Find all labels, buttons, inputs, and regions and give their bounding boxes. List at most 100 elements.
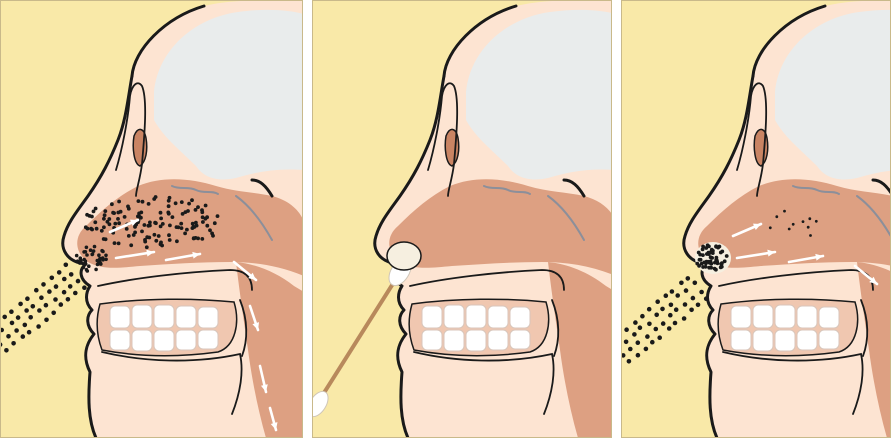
- particle-dot-icon: [714, 260, 718, 264]
- panel-particles-inhaled: [0, 0, 304, 438]
- particle-dot-icon: [184, 210, 188, 214]
- particle-dot-icon: [693, 281, 698, 286]
- particle-dot-icon: [632, 332, 637, 337]
- particle-dot-icon: [668, 313, 673, 318]
- particle-dot-icon: [710, 248, 714, 252]
- particle-dot-icon: [94, 268, 98, 272]
- particle-dot-icon: [127, 207, 131, 211]
- particle-dot-icon: [201, 220, 205, 224]
- particle-dot-icon: [204, 204, 208, 208]
- particle-dot-icon: [93, 245, 97, 249]
- particle-dot-icon: [62, 290, 67, 295]
- particle-dot-icon: [166, 211, 170, 215]
- particle-dot-icon: [709, 266, 713, 270]
- particle-dot-icon: [145, 235, 149, 239]
- particle-dot-icon: [76, 279, 81, 284]
- particle-dot-icon: [82, 285, 87, 290]
- particle-dot-icon: [704, 296, 709, 301]
- particle-dot-icon: [113, 241, 117, 245]
- particle-dot-icon: [159, 241, 163, 245]
- particle-dot-icon: [192, 236, 196, 240]
- particle-dot-icon: [153, 233, 157, 237]
- panel-gutter: [303, 0, 312, 438]
- particle-dot-icon: [154, 195, 158, 199]
- particle-dot-icon: [4, 348, 9, 353]
- particle-dot-icon: [190, 198, 194, 202]
- particle-dot-icon: [97, 253, 101, 257]
- particle-dot-icon: [669, 303, 674, 308]
- particle-dot-icon: [175, 239, 179, 243]
- particle-dot-icon: [159, 217, 163, 221]
- particle-dot-icon: [21, 334, 26, 339]
- particle-dot-icon: [674, 307, 679, 312]
- particle-dot-icon: [25, 296, 30, 301]
- particle-dot-icon: [73, 291, 78, 296]
- particle-dot-icon: [645, 334, 650, 339]
- particle-dot-icon: [802, 220, 805, 223]
- particle-dot-icon: [145, 245, 149, 249]
- particle-dot-icon: [675, 293, 680, 298]
- particle-dot-icon: [201, 215, 205, 219]
- particle-dot-icon: [713, 267, 717, 271]
- particle-dot-icon: [725, 254, 729, 258]
- particle-dot-icon: [192, 225, 196, 229]
- particle-dot-icon: [100, 229, 104, 233]
- particle-dot-icon: [64, 263, 69, 268]
- particle-dot-icon: [696, 303, 701, 308]
- particle-dot-icon: [147, 224, 151, 228]
- particle-dot-icon: [636, 340, 641, 345]
- particle-dot-icon: [66, 297, 71, 302]
- particle-dot-icon: [101, 250, 105, 254]
- particle-dot-icon: [208, 228, 212, 232]
- particle-dot-icon: [788, 228, 791, 231]
- particle-dot-icon: [654, 327, 659, 332]
- particle-dot-icon: [683, 302, 688, 307]
- particle-dot-icon: [200, 237, 204, 241]
- particle-dot-icon: [2, 315, 7, 320]
- particle-dot-icon: [187, 202, 191, 206]
- particle-dot-icon: [85, 213, 89, 217]
- particle-dot-icon: [655, 299, 660, 304]
- particle-dot-icon: [157, 234, 161, 238]
- particle-dot-icon: [216, 214, 220, 218]
- particle-dot-icon: [36, 324, 41, 329]
- particle-dot-icon: [691, 296, 696, 301]
- particle-dot-icon: [23, 323, 28, 328]
- particle-dot-icon: [139, 211, 143, 215]
- particle-dot-icon: [104, 258, 108, 262]
- particle-dot-icon: [720, 250, 724, 254]
- particle-dot-icon: [51, 311, 56, 316]
- particle-dot-icon: [210, 232, 214, 236]
- particle-dot-icon: [47, 289, 52, 294]
- particle-dot-icon: [660, 307, 665, 312]
- particle-dot-icon: [684, 288, 689, 293]
- particle-dot-icon: [180, 200, 184, 204]
- particle-dot-icon: [62, 277, 67, 282]
- particle-dot-icon: [171, 215, 175, 219]
- panel-particles-blocked: [611, 0, 891, 438]
- particle-dot-icon: [205, 215, 209, 219]
- particle-dot-icon: [191, 222, 195, 226]
- particle-dot-icon: [707, 245, 711, 249]
- particle-dot-icon: [24, 308, 29, 313]
- particle-dot-icon: [87, 264, 91, 268]
- particle-dot-icon: [807, 226, 810, 229]
- particle-dot-icon: [698, 253, 702, 257]
- particle-dot-icon: [699, 290, 704, 295]
- particle-dot-icon: [701, 245, 705, 249]
- particle-dot-icon: [78, 261, 82, 265]
- particle-dot-icon: [161, 222, 165, 226]
- particle-dot-icon: [213, 221, 217, 225]
- particle-dot-icon: [148, 221, 152, 225]
- particle-dot-icon: [679, 281, 684, 286]
- particle-dot-icon: [84, 225, 88, 229]
- particle-dot-icon: [154, 239, 158, 243]
- particle-dot-icon: [113, 222, 117, 226]
- particle-dot-icon: [708, 261, 712, 265]
- particle-dot-icon: [57, 270, 62, 275]
- particle-dot-icon: [647, 322, 652, 327]
- particle-dot-icon: [41, 282, 46, 287]
- particle-dot-icon: [695, 262, 699, 266]
- particle-dot-icon: [769, 226, 772, 229]
- particle-dot-icon: [99, 262, 103, 266]
